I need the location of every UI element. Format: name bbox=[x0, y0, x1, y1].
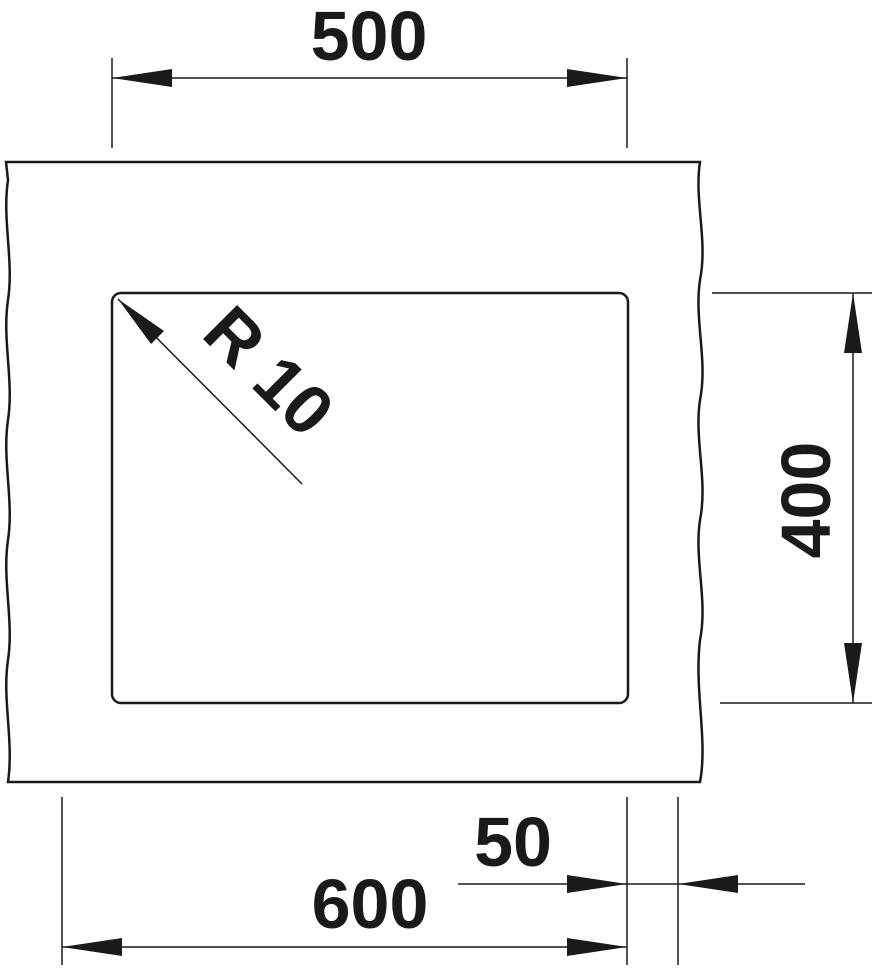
offset-label: 50 bbox=[474, 803, 552, 881]
radius-arrowhead bbox=[118, 299, 164, 344]
arrowhead-50-right bbox=[678, 875, 738, 893]
arrowhead-600-left bbox=[62, 938, 122, 956]
radius-callout: R 10 bbox=[117, 291, 349, 485]
arrowhead-right bbox=[567, 69, 627, 87]
arrowhead-600-right bbox=[567, 938, 627, 956]
sink-cutout bbox=[110, 291, 630, 705]
top-width-dimension: 500 bbox=[111, 0, 628, 148]
bottom-width-label: 600 bbox=[312, 865, 429, 943]
bottom-dimensions: 600 50 bbox=[61, 797, 805, 965]
height-label: 400 bbox=[767, 442, 845, 559]
arrowhead-bottom bbox=[844, 643, 862, 703]
height-dimension: 400 bbox=[712, 292, 872, 704]
arrowhead-top bbox=[844, 293, 862, 353]
radius-label: R 10 bbox=[189, 291, 349, 451]
top-width-label: 500 bbox=[311, 0, 428, 75]
arrowhead-50-left bbox=[567, 875, 627, 893]
countertop-outline bbox=[4, 160, 704, 784]
arrowhead-left bbox=[112, 69, 172, 87]
